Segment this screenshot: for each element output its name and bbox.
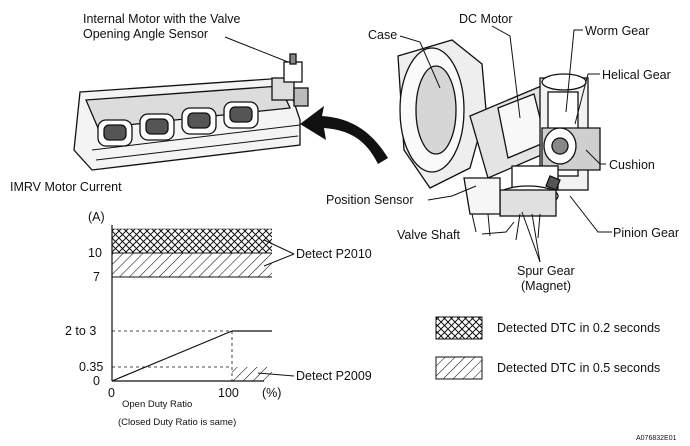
label-position-sensor: Position Sensor	[326, 193, 414, 207]
detect-p2010-label: Detect P2010	[296, 247, 372, 261]
label-spur-gear: Spur Gear	[517, 264, 575, 278]
y-tick-10: 10	[88, 246, 102, 260]
curved-arrow-icon	[300, 106, 388, 164]
detect-p2010-leader-2	[263, 253, 295, 267]
detect-p2009-leader	[257, 372, 295, 377]
y-tick-035: 0.35	[79, 360, 104, 374]
part-leader-lines	[399, 25, 612, 263]
cross-hatch-region	[112, 229, 272, 253]
diagonal-hatch-region-high	[112, 253, 272, 277]
x-tick-100: 100	[218, 386, 239, 400]
current-graph	[111, 225, 295, 382]
legend-cross-label: Detected DTC in 0.2 seconds	[497, 321, 661, 335]
current-ramp-line	[111, 330, 233, 382]
label-pinion-gear: Pinion Gear	[613, 226, 680, 240]
intake-manifold-drawing	[73, 53, 309, 171]
legend-diagonal-label: Detected DTC in 0.5 seconds	[497, 361, 661, 375]
y-tick-0: 0	[93, 374, 100, 388]
detect-p2009-label: Detect P2009	[296, 369, 372, 383]
diagonal-hatch-region-low	[232, 367, 272, 381]
x-axis-label: Open Duty Ratio	[122, 399, 193, 410]
label-helical-gear: Helical Gear	[602, 68, 671, 82]
y-tick-2to3: 2 to 3	[65, 324, 97, 338]
label-case: Case	[368, 28, 398, 42]
label-worm-gear: Worm Gear	[585, 24, 650, 38]
label-cushion: Cushion	[609, 158, 655, 172]
actuator-cutaway-drawing	[397, 39, 601, 241]
intake-label-leader	[224, 36, 289, 63]
detect-p2010-leader-1	[263, 239, 295, 255]
figure-code: A076832E01	[636, 435, 677, 442]
label-dc-motor: DC Motor	[459, 12, 513, 26]
graph-note: (Closed Duty Ratio is same)	[118, 417, 237, 428]
x-unit-label: (%)	[262, 386, 282, 400]
label-valve-shaft: Valve Shaft	[397, 228, 461, 242]
y-tick-7: 7	[93, 270, 100, 284]
intake-label-line2: Opening Angle Sensor	[83, 27, 209, 41]
label-spur-gear-magnet: (Magnet)	[521, 279, 572, 293]
legend-cross-swatch	[435, 316, 483, 340]
legend-diagonal-swatch	[435, 356, 483, 380]
y-unit-label: (A)	[88, 210, 105, 224]
x-tick-0: 0	[108, 386, 115, 400]
graph-title: IMRV Motor Current	[10, 180, 122, 194]
intake-label-line1: Internal Motor with the Valve	[83, 12, 241, 26]
